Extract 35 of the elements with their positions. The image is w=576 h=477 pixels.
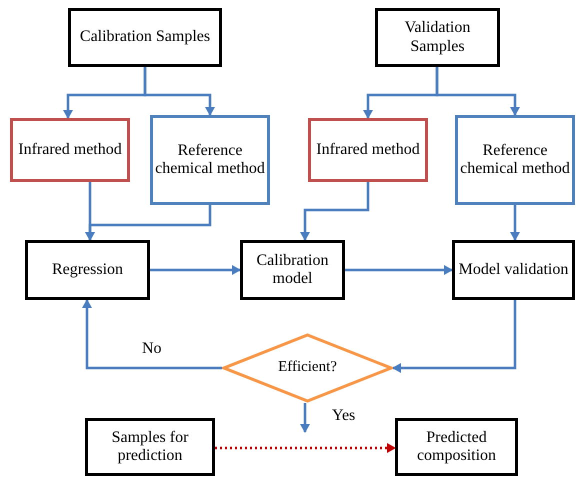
- node-label: Calibration model: [256, 252, 330, 288]
- arrow: [144, 67, 215, 116]
- node-label: Samples for prediction: [110, 428, 190, 466]
- process-box: [452, 240, 575, 300]
- process-box: [240, 240, 345, 300]
- node-label: Reference chemical method: [154, 142, 266, 178]
- process-box: [10, 118, 130, 182]
- node-label: Infrared method: [316, 140, 420, 160]
- process-box: [150, 115, 270, 205]
- process-box: [85, 418, 215, 476]
- arrow: [300, 403, 310, 433]
- decision-diamond: [222, 333, 393, 403]
- arrow: [510, 205, 520, 241]
- node-label: Efficient?: [278, 359, 337, 377]
- node-label: Predicted composition: [416, 428, 498, 466]
- process-box: [308, 118, 428, 182]
- node-label: Validation Samples: [404, 19, 472, 56]
- process-box: [25, 240, 150, 300]
- process-box: [375, 8, 500, 67]
- arrow: [300, 182, 370, 241]
- arrow: [345, 265, 453, 275]
- dotted-arrow: [215, 443, 396, 453]
- node-label: Calibration Samples: [80, 28, 210, 47]
- node-label: Regression: [52, 260, 124, 280]
- process-box: [68, 8, 222, 67]
- node-label: Infrared method: [18, 140, 122, 160]
- arrow: [436, 67, 520, 116]
- arrow: [85, 205, 212, 241]
- process-box: [395, 418, 518, 476]
- arrow: [82, 299, 222, 370]
- node-label: Reference chemical method: [459, 142, 571, 178]
- node-label: Model validation: [458, 260, 568, 280]
- arrow: [392, 300, 516, 373]
- process-box: [455, 115, 575, 205]
- arrow: [150, 265, 241, 275]
